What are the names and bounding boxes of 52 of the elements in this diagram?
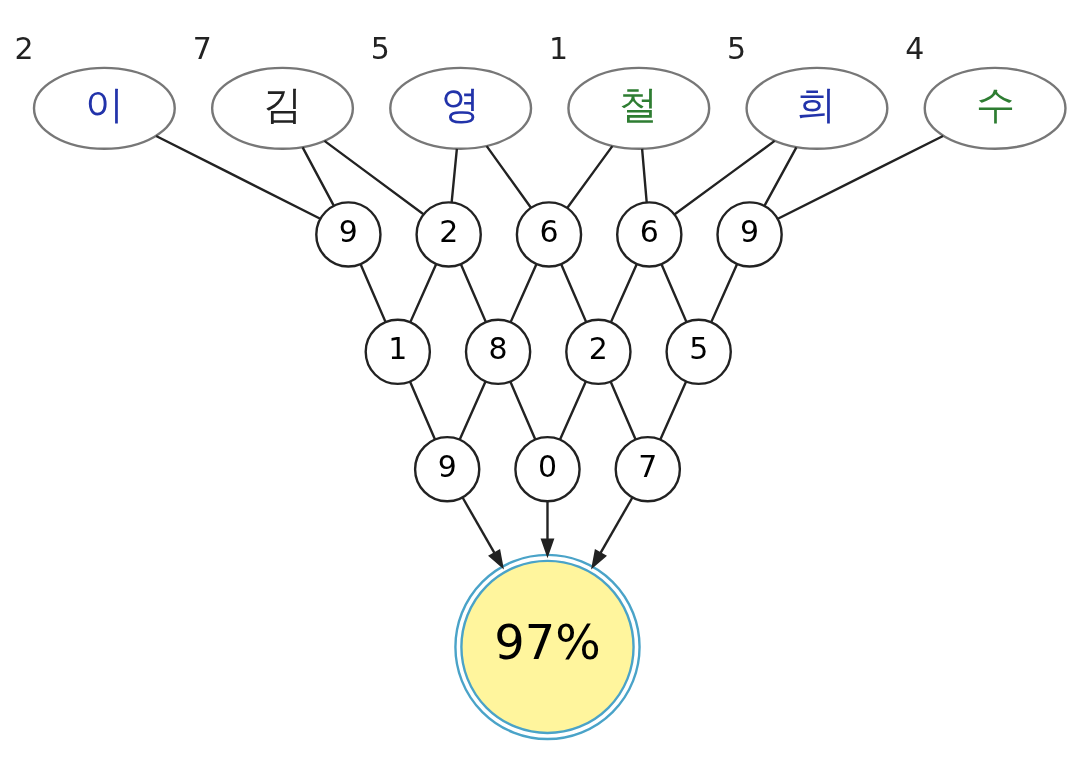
connector bbox=[459, 263, 488, 323]
node-circle: 5 bbox=[665, 318, 732, 385]
node-circle: 97% bbox=[454, 553, 641, 740]
connector bbox=[640, 148, 648, 203]
connector bbox=[566, 144, 614, 209]
connector bbox=[710, 263, 739, 323]
connector bbox=[560, 263, 588, 323]
node-ellipse: 이 bbox=[32, 66, 176, 150]
node-label: 5 bbox=[727, 30, 747, 66]
node-ellipse: 희 bbox=[745, 66, 889, 150]
node-label: 7 bbox=[192, 30, 212, 66]
arrow bbox=[591, 496, 634, 570]
node-circle: 9 bbox=[315, 200, 382, 268]
node-label: 5 bbox=[370, 30, 390, 66]
connector bbox=[485, 144, 532, 208]
node-circle: 6 bbox=[616, 200, 683, 268]
connector bbox=[509, 380, 537, 440]
node-circle: 7 bbox=[614, 435, 682, 502]
node-circle: 8 bbox=[464, 318, 532, 385]
connector bbox=[408, 380, 437, 440]
connector bbox=[409, 263, 438, 323]
node-circle: 9 bbox=[413, 435, 481, 502]
node-ellipse: 철 bbox=[567, 66, 711, 150]
connector bbox=[609, 380, 637, 440]
connector bbox=[301, 146, 336, 207]
connector bbox=[359, 263, 387, 323]
connector bbox=[763, 146, 798, 207]
connector bbox=[777, 134, 944, 220]
connector bbox=[609, 263, 638, 323]
connector bbox=[155, 134, 321, 220]
node-circle: 6 bbox=[515, 200, 583, 268]
node-ellipse: 수 bbox=[923, 66, 1067, 150]
node-circle: 1 bbox=[364, 318, 432, 385]
node-circle: 9 bbox=[716, 200, 783, 268]
connector bbox=[558, 380, 587, 440]
node-ellipse: 김 bbox=[210, 66, 355, 150]
connector bbox=[659, 380, 688, 440]
node-label: 2 bbox=[14, 30, 34, 66]
connector bbox=[450, 148, 459, 203]
connector bbox=[673, 139, 776, 215]
node-ellipse: 영 bbox=[389, 66, 533, 150]
node-circle: 2 bbox=[565, 318, 632, 385]
node-circle: 2 bbox=[415, 200, 482, 268]
arrow bbox=[461, 496, 504, 570]
connector bbox=[660, 263, 688, 323]
node-label: 4 bbox=[905, 30, 925, 66]
arrow bbox=[540, 500, 555, 558]
connector bbox=[323, 139, 425, 215]
connector bbox=[458, 380, 487, 440]
node-circle: 0 bbox=[514, 435, 581, 502]
connector bbox=[509, 263, 538, 323]
node-label: 1 bbox=[548, 30, 569, 66]
